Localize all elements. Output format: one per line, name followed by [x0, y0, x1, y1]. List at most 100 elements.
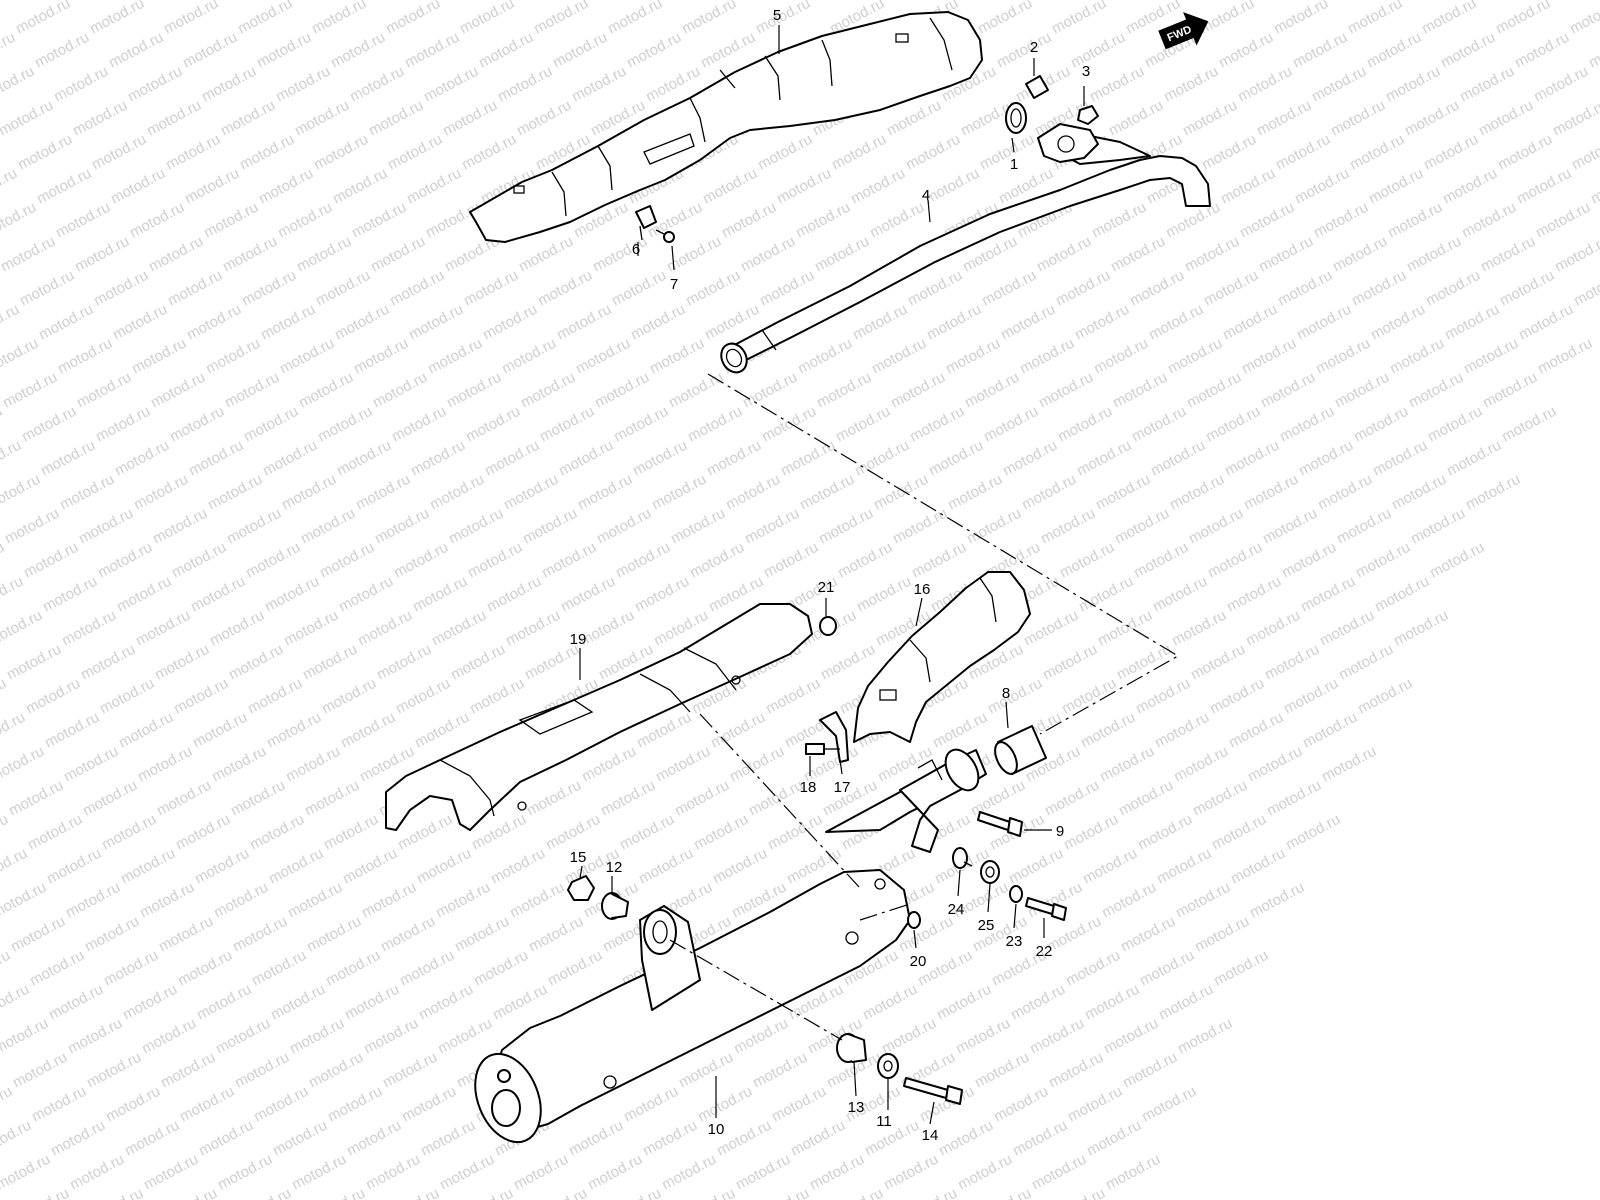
watermark-text: motod.ru: [1222, 437, 1282, 480]
watermark-text: motod.ru: [624, 29, 684, 72]
watermark-text: motod.ru: [408, 437, 468, 480]
watermark-text: motod.ru: [1106, 97, 1166, 140]
watermark-text: motod.ru: [1065, 1083, 1125, 1126]
watermark-text: motod.ru: [344, 1117, 404, 1160]
watermark-text: motod.ru: [1294, 301, 1354, 344]
watermark-text: motod.ru: [27, 947, 87, 990]
watermark-text: motod.ru: [1461, 335, 1521, 378]
watermark-text: motod.ru: [1427, 539, 1487, 582]
watermark-text: motod.ru: [137, 879, 197, 922]
pipe-flange: [1037, 123, 1099, 163]
watermark-text: motod.ru: [397, 947, 457, 990]
watermark-text: motod.ru: [211, 879, 271, 922]
watermark-text: motod.ru: [158, 1049, 218, 1092]
callout-5: 5: [773, 7, 781, 24]
grommet-part-21: [819, 616, 837, 636]
cushion-part-13: [836, 1033, 867, 1063]
watermark-text: motod.ru: [309, 0, 369, 38]
watermark-text: motod.ru: [165, 267, 225, 310]
watermark-text: motod.ru: [1114, 641, 1174, 684]
watermark-text: motod.ru: [0, 403, 5, 446]
watermark-text: motod.ru: [666, 369, 726, 412]
watermark-text: motod.ru: [391, 539, 451, 582]
watermark-text: motod.ru: [611, 403, 671, 446]
watermark-text: motod.ru: [1387, 335, 1447, 378]
watermark-text: motod.ru: [1372, 573, 1432, 616]
watermark-text: motod.ru: [163, 131, 223, 174]
watermark-text: motod.ru: [416, 981, 476, 1024]
watermark-text: motod.ru: [1292, 165, 1352, 208]
watermark-text: motod.ru: [0, 743, 47, 786]
watermark-text: motod.ru: [1152, 709, 1212, 752]
watermark-text: motod.ru: [1243, 607, 1303, 650]
watermark-text: motod.ru: [1108, 233, 1168, 276]
watermark-text: motod.ru: [977, 131, 1037, 174]
watermark-text: motod.ru: [945, 471, 1005, 514]
watermark-text: motod.ru: [364, 0, 424, 4]
watermark-text: motod.ru: [1165, 335, 1225, 378]
watermark-text: motod.ru: [1133, 675, 1193, 718]
watermark-text: motod.ru: [361, 1015, 421, 1058]
watermark-text: motod.ru: [84, 1049, 144, 1092]
collar-part-24: [952, 847, 973, 869]
watermark-text: motod.ru: [389, 403, 449, 446]
watermark-text: motod.ru: [440, 97, 500, 140]
watermark-text: motod.ru: [807, 1151, 867, 1194]
watermark-text: motod.ru: [156, 913, 216, 956]
watermark-text: motod.ru: [1046, 1049, 1106, 1092]
callout-7: 7: [670, 276, 678, 293]
watermark-text: motod.ru: [727, 743, 787, 786]
watermark-text: motod.ru: [268, 981, 328, 1024]
watermark-text: motod.ru: [981, 403, 1041, 446]
watermark-text: motod.ru: [1072, 301, 1132, 344]
watermark-text: motod.ru: [150, 505, 210, 548]
watermark-text: motod.ru: [975, 0, 1035, 38]
callout-10: 10: [708, 1121, 725, 1138]
collar-part-12: [601, 892, 629, 920]
watermark-text: motod.ru: [1063, 947, 1123, 990]
watermark-text: motod.ru: [38, 437, 98, 480]
watermark-text: motod.ru: [742, 505, 802, 548]
watermark-text: motod.ru: [848, 165, 908, 208]
watermark-text: motod.ru: [860, 981, 920, 1024]
watermark-text: motod.ru: [180, 29, 240, 72]
watermark-text: motod.ru: [850, 301, 910, 344]
watermark-text: motod.ru: [139, 1015, 199, 1058]
watermark-text: motod.ru: [283, 743, 343, 786]
watermark-text: motod.ru: [1034, 233, 1094, 276]
watermark-text: motod.ru: [1571, 267, 1600, 310]
watermark-text: motod.ru: [1319, 743, 1379, 786]
watermark-text: motod.ru: [0, 267, 3, 310]
watermark-text: motod.ru: [1030, 0, 1090, 4]
watermark-text: motod.ru: [29, 1083, 89, 1126]
watermark-text: motod.ru: [465, 539, 525, 582]
watermark-text: motod.ru: [678, 1185, 738, 1200]
watermark-text: motod.ru: [226, 641, 286, 684]
watermark-text: motod.ru: [1366, 165, 1426, 208]
watermark-text: motod.ru: [1326, 0, 1386, 4]
watermark-text: motod.ru: [1095, 607, 1155, 650]
watermark-text: motod.ru: [1036, 369, 1096, 412]
watermark-text: motod.ru: [65, 1015, 125, 1058]
watermark-text: motod.ru: [406, 301, 466, 344]
watermark-text: motod.ru: [1006, 845, 1066, 888]
watermark-text: motod.ru: [1368, 301, 1428, 344]
watermark-text: motod.ru: [1260, 505, 1320, 548]
watermark-text: motod.ru: [1211, 947, 1271, 990]
watermark-text: motod.ru: [171, 675, 231, 718]
sleeve-part-8: [994, 725, 1047, 775]
watermark-text: motod.ru: [0, 1151, 53, 1194]
watermark-text: motod.ru: [239, 267, 299, 310]
watermark-text: motod.ru: [979, 267, 1039, 310]
watermark-text: motod.ru: [1038, 505, 1098, 548]
watermark-text: motod.ru: [550, 29, 610, 72]
callout-6: 6: [632, 241, 640, 258]
watermark-text: motod.ru: [112, 437, 172, 480]
watermark-text: motod.ru: [511, 1151, 571, 1194]
watermark-text: motod.ru: [1110, 369, 1170, 412]
watermark-text: motod.ru: [141, 1151, 201, 1194]
watermark-text: motod.ru: [1514, 165, 1574, 208]
watermark-text: motod.ru: [566, 1117, 626, 1160]
watermark-text: motod.ru: [40, 573, 100, 616]
bolt-part-14: [903, 1077, 963, 1105]
